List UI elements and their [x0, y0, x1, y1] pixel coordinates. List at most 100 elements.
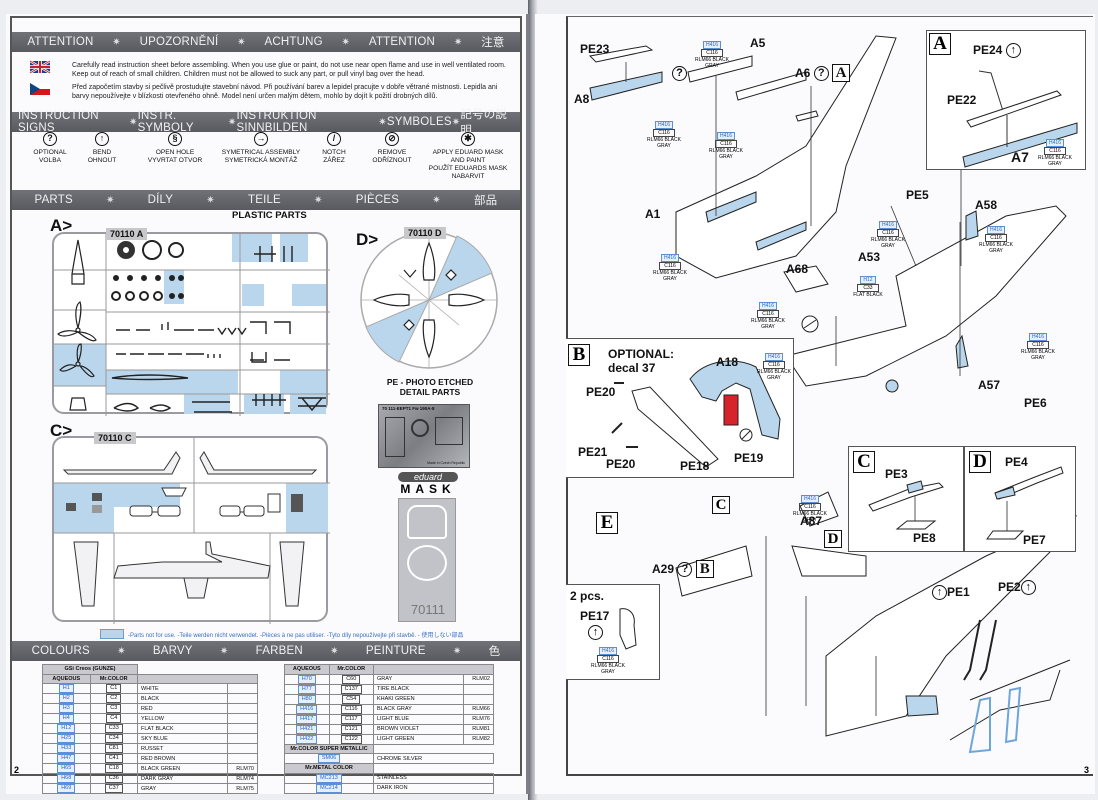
pe-title-line1: PE - PHOTO ETCHED	[386, 377, 474, 387]
uk-flag-icon	[29, 59, 51, 75]
paint-aq: H416	[801, 495, 819, 503]
signs-jp: 記号の説明	[460, 109, 508, 137]
aqueous-code: H80	[297, 694, 316, 704]
sprue-a-code: 70110 A	[106, 228, 148, 240]
paint-aq: H12	[860, 276, 876, 284]
label-a8: A8	[574, 92, 590, 106]
paint-name: RLM66 BLACK GRAY	[709, 148, 743, 160]
symmetrical-assembly-icon: →	[254, 132, 268, 146]
label-pe5: PE5	[906, 188, 929, 202]
paint-name: RLM66 BLACK GRAY	[751, 318, 785, 330]
colour-name: RED BROWN	[137, 753, 228, 764]
paint-mc: C116	[763, 361, 785, 369]
sign-label: VOLBA	[39, 157, 61, 164]
paint-mc: C116	[659, 262, 681, 270]
rlm-code	[227, 693, 258, 704]
label-pe4: PE4	[1005, 455, 1028, 469]
colour-name: DARK IRON	[373, 782, 494, 794]
rlm-code	[227, 713, 258, 724]
colour-name: BLACK GRAY	[373, 703, 464, 715]
colour-name: BLACK GREEN	[137, 763, 228, 774]
rlm-code	[463, 693, 494, 705]
assembly-drawing-main	[588, 35, 1078, 737]
rlm-code: RLM74	[227, 773, 258, 784]
mrcolor-code: C2	[106, 694, 122, 703]
sign-label: OHNOUT	[87, 157, 117, 164]
sprue-c: 70110 C	[52, 432, 330, 624]
label-pe8: PE8	[913, 531, 936, 545]
label-a1: A1	[645, 207, 661, 221]
sign-label: POUŽÍT EDUARDS MASK	[428, 165, 508, 172]
sign-label: OPEN HOLE	[155, 149, 195, 156]
col-aqueous: AQUEOUS	[42, 673, 91, 684]
sign-label: NOTCH	[322, 149, 346, 156]
colour-name: KHAKI GREEN	[373, 693, 464, 705]
aqueous-code: H65	[57, 764, 76, 773]
optional-icon: ?	[43, 132, 57, 146]
rlm-code: RLM70	[227, 763, 258, 774]
sprue-c-code: 70110 C	[94, 432, 136, 444]
ref-c: C	[712, 496, 730, 514]
optional-icon: ?	[813, 66, 829, 82]
label-pe7: PE7	[1023, 533, 1046, 547]
attention-de: ACHTUNG	[264, 36, 323, 48]
mask-title: MASK	[400, 482, 456, 496]
aqueous-code: H416	[296, 704, 318, 714]
attention-jp: 注意	[481, 37, 505, 49]
pe-fret: 70 111-EEPT1 Fw 190A-8 Made in Czech Rep…	[378, 404, 470, 468]
paint-name: RLM66 BLACK GRAY	[653, 270, 687, 282]
label-a6-group: A6 ? A	[795, 64, 851, 82]
mrcolor-code: C54	[342, 694, 361, 704]
czech-flag-icon	[30, 83, 50, 95]
sprue-a: 70110 A	[52, 228, 330, 416]
paint-aq: H416	[879, 221, 897, 229]
rlm-code: RLM81	[463, 723, 494, 735]
mrcolor-code: C33	[104, 724, 123, 733]
aqueous-code: H422	[296, 734, 318, 744]
colour-name: FLAT BLACK	[137, 723, 228, 734]
label-pe22: PE22	[947, 93, 977, 107]
metallic-code: SM06	[317, 754, 341, 763]
paint-name: RLM66 BLACK GRAY	[1038, 155, 1072, 167]
optional-icon: ?	[672, 66, 687, 81]
paint-mc: C116	[799, 503, 821, 511]
colours-fr: PEINTURE	[365, 645, 426, 657]
label-pe20-top: PE20	[586, 385, 616, 399]
sign-label: ZÁŘEZ	[323, 157, 345, 164]
aqueous-code: H47	[57, 754, 76, 763]
inset-c: C PE3 PE8	[848, 446, 964, 552]
metallic-code: MC213	[316, 773, 342, 783]
paint-mc: C116	[1027, 341, 1049, 349]
label-pe24-group: PE24 ↑	[973, 43, 1021, 59]
paint-name: RLM66 BLACK GRAY	[757, 369, 791, 381]
parts-band: PARTS✷ DÍLY✷ TEILE✷ PIÈCES✷ 部品	[12, 190, 520, 210]
paint-aq: H416	[1046, 139, 1064, 147]
label-pe1-group: ↑PE1	[932, 585, 970, 601]
brand-header: GSi Creos (GUNZE)	[42, 664, 138, 675]
label-a5: A5	[750, 36, 766, 50]
pcs-count: 2 pcs.	[570, 589, 605, 603]
pe17-drawing	[619, 608, 637, 650]
paint-mc: C116	[985, 234, 1007, 242]
sign-label: APPLY EDUARD MASK	[432, 149, 504, 156]
rlm-code: RLM76	[463, 713, 494, 725]
aqueous-code: H25	[57, 734, 76, 743]
paint-name: RLM66 BLACK GRAY	[1021, 349, 1055, 361]
paint-mc: C116	[597, 655, 619, 663]
